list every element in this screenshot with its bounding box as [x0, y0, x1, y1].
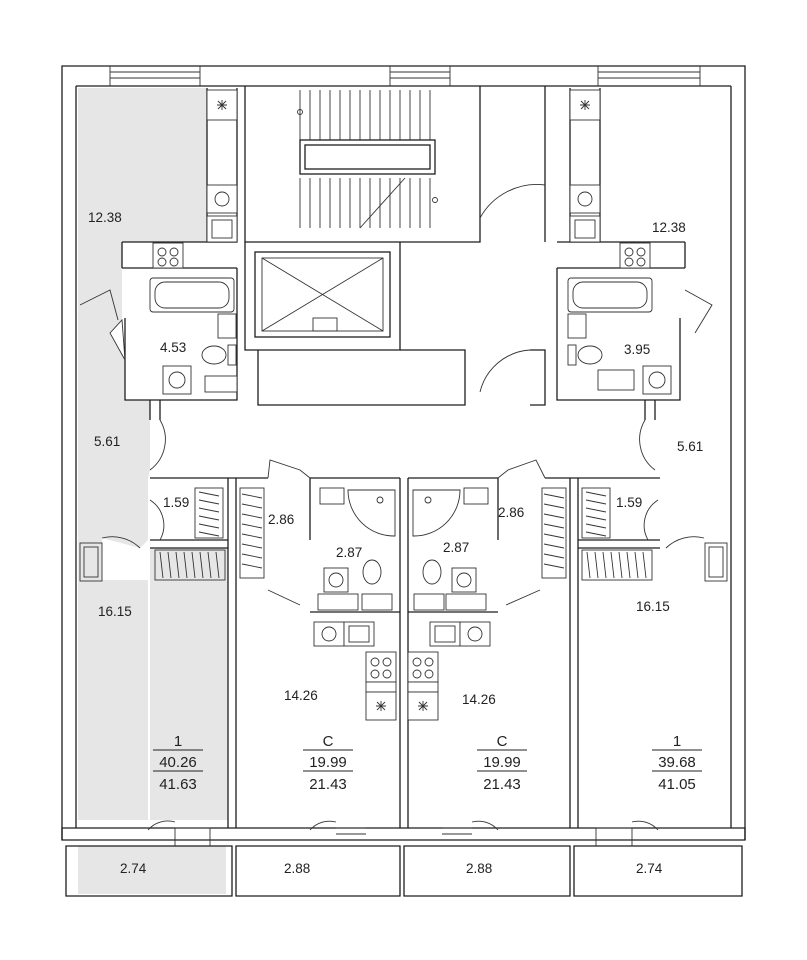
stove-icon [365, 651, 397, 683]
studio-room-left-area: 14.26 [284, 688, 318, 703]
apartment-total-area: 41.63 [159, 776, 197, 793]
stove-icon [152, 242, 184, 269]
apartment-c-right-summary[interactable]: C 19.99 21.43 [477, 733, 527, 793]
washer-icon [323, 567, 349, 593]
apartment-total-area: 21.43 [309, 776, 347, 793]
washer-icon [569, 184, 601, 214]
apartment-type: 1 [673, 733, 681, 750]
apartment-highlight-left[interactable] [78, 88, 228, 894]
shower-icon [412, 489, 461, 537]
stove-icon [619, 242, 651, 269]
closet-left-area: 1.59 [163, 495, 189, 510]
apartment-living-area: 39.68 [658, 754, 696, 771]
kitchen-left-area: 12.38 [88, 210, 122, 225]
washer-icon [206, 184, 238, 214]
apartment-c-left-summary[interactable]: C 19.99 21.43 [303, 733, 353, 793]
doors [79, 289, 713, 606]
closets [154, 487, 653, 581]
studio-bath-right-area: 2.87 [443, 540, 469, 555]
apartment-1-right-summary[interactable]: 1 39.68 41.05 [652, 733, 702, 793]
apartment-total-area: 21.43 [483, 776, 521, 793]
interior-walls [121, 86, 686, 828]
balcony-2-area: 2.88 [284, 861, 310, 876]
balcony-1-area: 2.74 [120, 861, 147, 876]
bath-right-area: 3.95 [624, 342, 650, 357]
sink-icon [217, 313, 237, 339]
washer-icon [451, 567, 477, 593]
studio-room-right-area: 14.26 [462, 692, 496, 707]
apartment-living-area: 19.99 [483, 754, 521, 771]
outer-walls [61, 65, 746, 841]
bath-left-area: 4.53 [160, 340, 186, 355]
hall-right-area: 5.61 [677, 439, 703, 454]
toilet-icon [577, 345, 603, 365]
washer-icon [162, 365, 192, 395]
apartment-type: C [497, 733, 508, 750]
apartment-1-left-summary[interactable]: 1 40.26 41.63 [153, 733, 203, 793]
sink-icon [319, 487, 345, 505]
room-right-area: 16.15 [636, 599, 670, 614]
stove-icon [407, 651, 439, 683]
balcony-3-area: 2.88 [466, 861, 492, 876]
stair-elevator-core [254, 90, 546, 393]
apartment-living-area: 19.99 [309, 754, 347, 771]
hall-left-area: 5.61 [94, 434, 120, 449]
closet-right-area: 1.59 [616, 495, 642, 510]
balcony-4-area: 2.74 [636, 861, 663, 876]
toilet-icon [422, 559, 442, 585]
studio-bath-left-area: 2.87 [336, 545, 362, 560]
fixtures [149, 89, 672, 721]
washer-icon [642, 365, 672, 395]
kitchen-right-area: 12.38 [652, 220, 686, 235]
toilet-icon [201, 345, 227, 365]
apartment-living-area: 40.26 [159, 754, 197, 771]
apartment-type: 1 [174, 733, 182, 750]
sink-icon [463, 487, 489, 505]
washer-icon [459, 621, 491, 647]
washer-icon [313, 621, 345, 647]
sink-icon [567, 313, 587, 339]
bathtub-icon [567, 277, 653, 313]
studio-hall-left-area: 2.86 [268, 512, 294, 527]
studio-hall-right-area: 2.86 [498, 505, 524, 520]
room-left-area: 16.15 [98, 604, 132, 619]
toilet-icon [362, 559, 382, 585]
bathtub-icon [149, 277, 235, 313]
room-labels: 12.38 12.38 4.53 3.95 5.61 5.61 1.59 1.5… [88, 210, 703, 876]
shower-icon [347, 489, 396, 537]
apartment-total-area: 41.05 [658, 776, 696, 793]
balconies [65, 820, 743, 897]
apartment-type: C [323, 733, 334, 750]
